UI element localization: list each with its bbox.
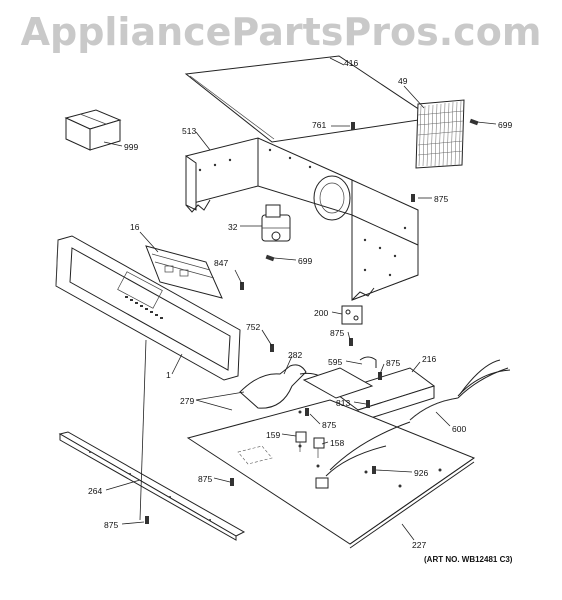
- label-200: 200: [314, 308, 328, 318]
- label-875-left: 875: [198, 474, 212, 484]
- label-699-mid: 699: [298, 256, 312, 266]
- label-416: 416: [344, 58, 358, 68]
- label-279: 279: [180, 396, 194, 406]
- label-875-bottom: 875: [104, 520, 118, 530]
- label-282: 282: [288, 350, 302, 360]
- label-875-top: 875: [434, 194, 448, 204]
- label-926: 926: [414, 468, 428, 478]
- control-panel-fascia: [55, 235, 241, 381]
- label-264: 264: [88, 486, 102, 496]
- control-board: [145, 245, 223, 299]
- label-752: 752: [246, 322, 260, 332]
- label-595: 595: [328, 357, 342, 367]
- wire-cover: [332, 367, 436, 423]
- label-32: 32: [228, 222, 238, 232]
- parts-kit-box: [64, 109, 122, 151]
- part-labels: 416 49 699 999 513 761 875 16 32 699 847…: [88, 58, 513, 564]
- label-875-block: 875: [330, 328, 344, 338]
- cooling-duct: [239, 364, 374, 409]
- watermark: AppliancePartsPros.com: [20, 10, 542, 54]
- label-158: 158: [330, 438, 344, 448]
- art-number: (ART NO. WB12481 C3): [424, 555, 513, 564]
- relay-assembly: [261, 204, 291, 242]
- label-1: 1: [166, 370, 171, 380]
- main-frame: [185, 137, 419, 301]
- label-999: 999: [124, 142, 138, 152]
- vent-grille: [415, 99, 465, 169]
- power-conduit: [315, 359, 511, 489]
- label-761: 761: [312, 120, 326, 130]
- leader-lines: [103, 57, 497, 541]
- label-216: 216: [422, 354, 436, 364]
- thermal-switches: [295, 431, 325, 458]
- wire-clip: [359, 356, 377, 368]
- screws: [145, 118, 479, 524]
- label-227: 227: [412, 540, 426, 550]
- label-159: 159: [266, 430, 280, 440]
- label-813: 813: [336, 398, 350, 408]
- top-cover-panel: [184, 55, 434, 143]
- label-847: 847: [214, 258, 228, 268]
- label-16: 16: [130, 222, 140, 232]
- label-699-top: 699: [498, 120, 512, 130]
- terminal-block: [341, 305, 363, 325]
- label-600: 600: [452, 424, 466, 434]
- front-trim-strip: [58, 431, 246, 541]
- label-875-mid: 875: [322, 420, 336, 430]
- label-513: 513: [182, 126, 196, 136]
- label-49: 49: [398, 76, 408, 86]
- label-875-clip: 875: [386, 358, 400, 368]
